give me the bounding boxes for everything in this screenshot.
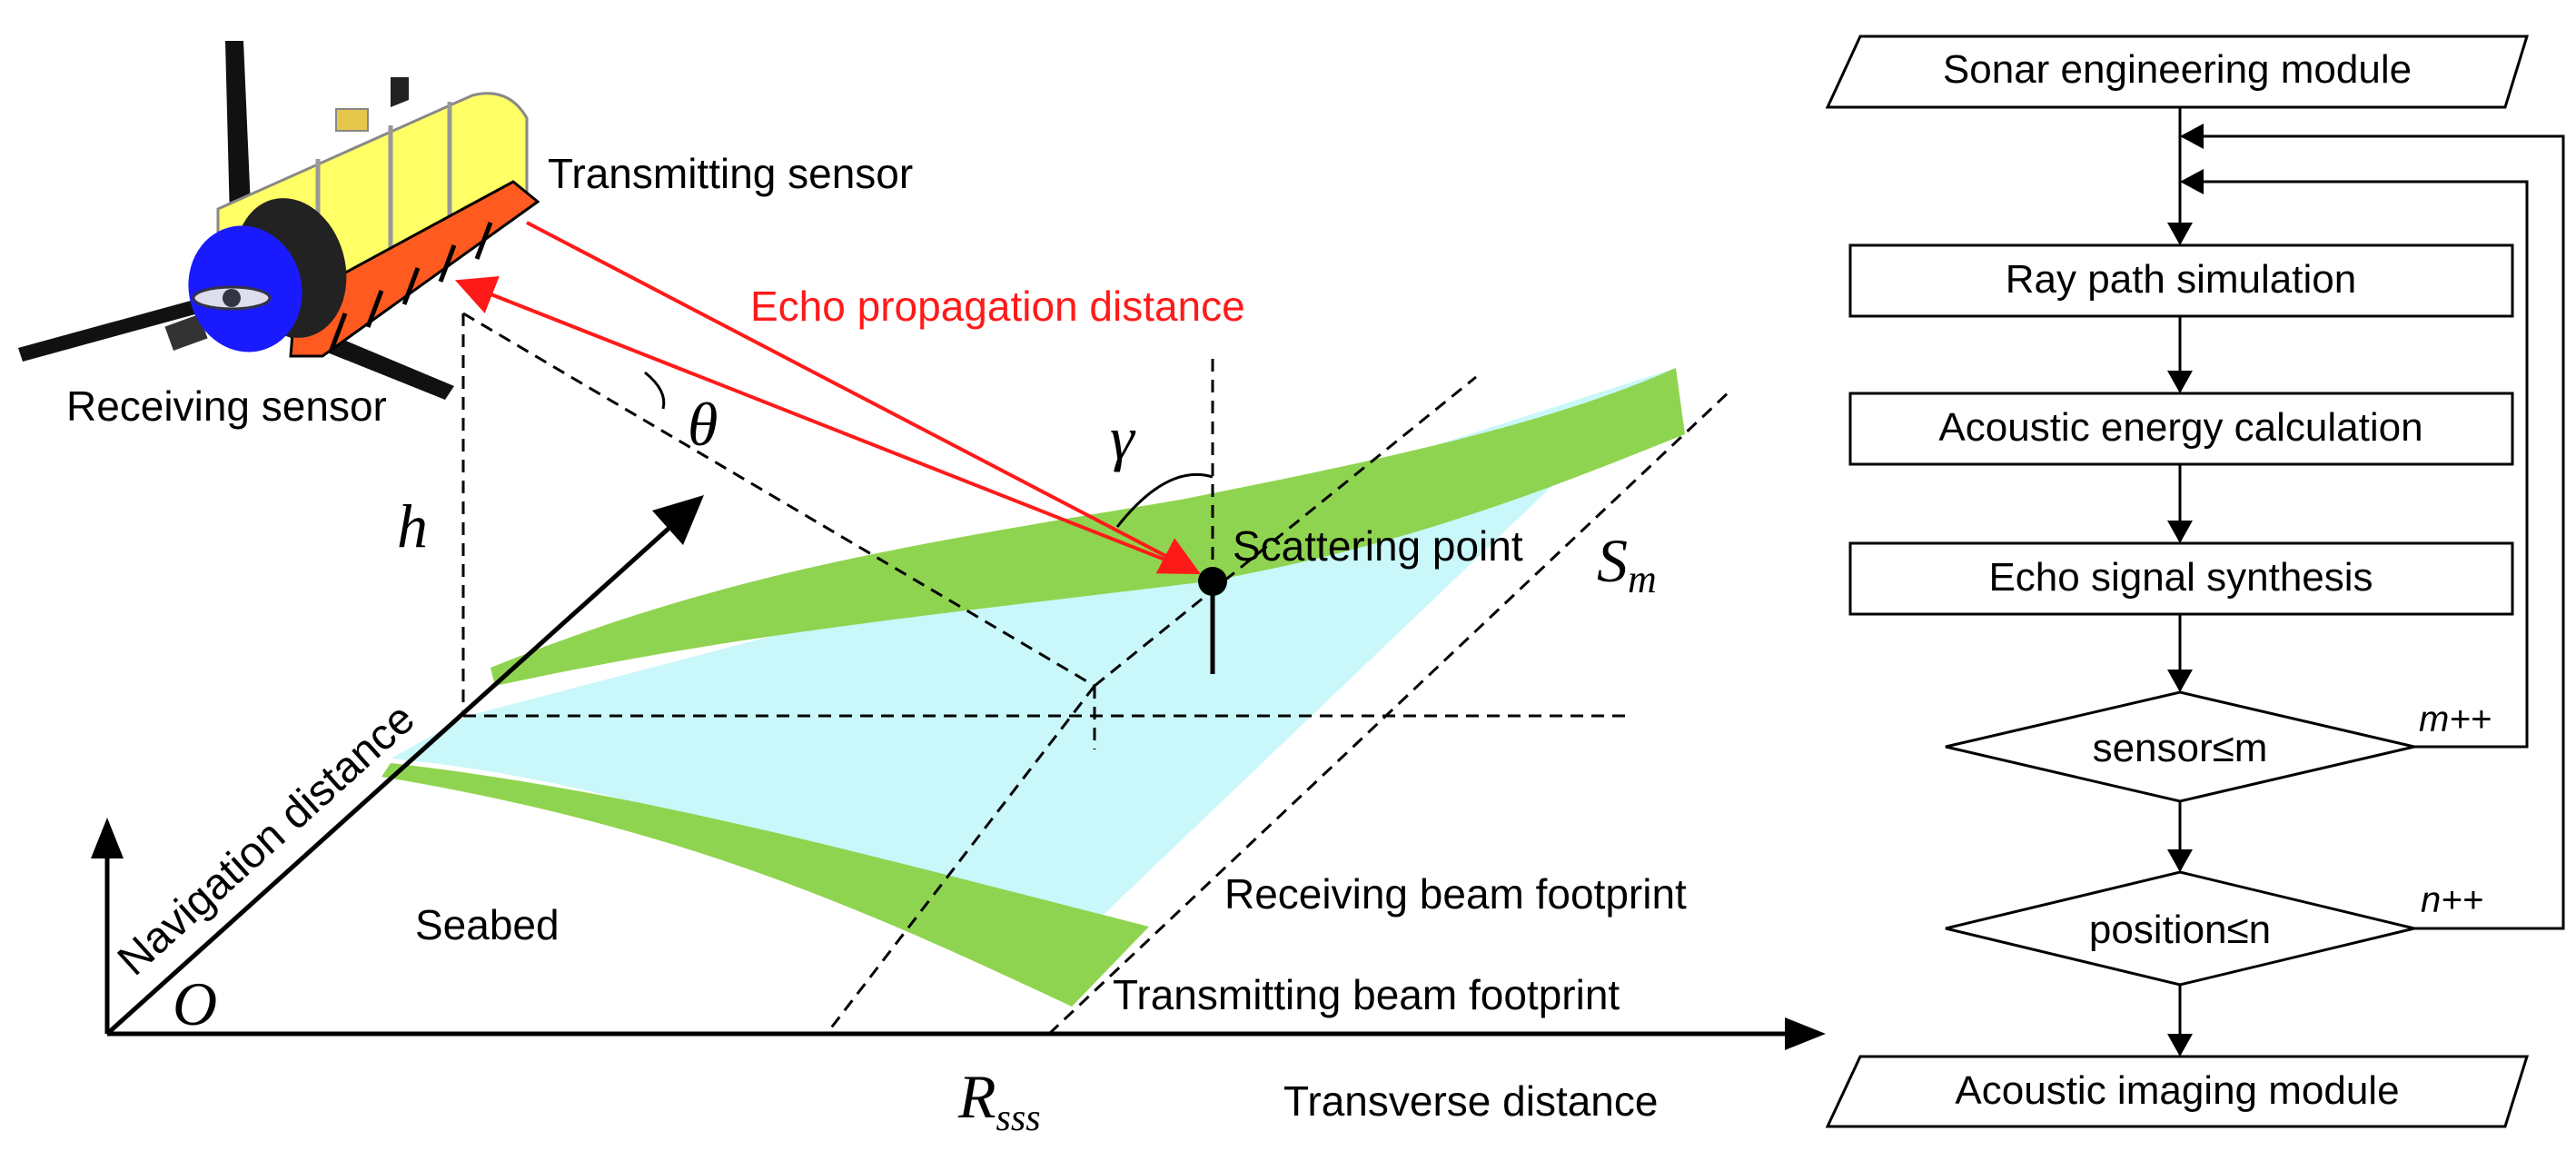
flow-loop-m-label: m++ [2419,700,2492,739]
flow-loop-n-label: n++ [2421,880,2483,920]
flow-step-1-label: Ray path simulation [2006,257,2356,302]
flow-arrowheads [2167,124,2204,1057]
gamma-angle-arc [1115,472,1214,528]
flow-start-node [1825,35,2530,109]
receiving-beam-footprint-label: Receiving beam footprint [1224,870,1687,918]
theta-angle-arc [644,371,666,410]
flow-step-3-label: Echo signal synthesis [1988,555,2373,600]
receiving-sensor-label: Receiving sensor [66,382,387,430]
flow-step-1-box [1848,243,2514,318]
transmitting-beam-upper-band [490,368,1685,686]
gamma-symbol: γ [1110,403,1136,472]
height-symbol: h [397,491,428,561]
flow-decision-1-label: sensor≤m [2093,726,2268,770]
echo-return-ray [454,276,1198,574]
flow-end-node [1825,1055,2530,1128]
origin-symbol: O [173,969,217,1038]
transverse-distance-label: Transverse distance [1283,1077,1658,1125]
vertical-axis-arrowhead [91,818,124,858]
flowchart-text: Sonar engineering module Ray path simula… [1938,47,2492,1113]
flow-end-label: Acoustic imaging module [1955,1068,2399,1113]
scatter-symbol: Sm [1597,526,1657,601]
navigation-axis-arrowhead [652,495,704,545]
flow-step-3-box [1848,541,2514,616]
flowchart [1825,35,2565,1128]
navigation-distance-label: Navigation distance [109,694,424,985]
echo-transmit-ray [526,221,1201,575]
scattering-point-label: Scattering point [1233,522,1523,570]
sonar-vehicle-icon [18,41,540,400]
range-symbol: Rsss [957,1062,1041,1139]
transmitting-beam-lower-band [381,763,1149,1007]
scene-diagram: Transmitting sensor Receiving sensor Ech… [18,41,1826,1139]
echo-propagation-distance-label: Echo propagation distance [750,283,1245,330]
construction-lines [461,312,1732,1036]
transverse-axis-arrowhead [1785,1017,1826,1050]
transmitting-sensor-label: Transmitting sensor [548,150,913,197]
theta-symbol: θ [688,390,718,459]
flow-decision-2-label: position≤n [2089,908,2271,952]
seabed-label: Seabed [415,901,560,948]
flow-step-2-box [1848,392,2514,466]
navigation-axis [105,525,672,1036]
flow-start-label: Sonar engineering module [1943,47,2412,92]
transmitting-beam-footprint-label: Transmitting beam footprint [1113,971,1620,1018]
flow-connectors [2175,107,2565,1056]
flow-step-2-label: Acoustic energy calculation [1938,405,2422,450]
